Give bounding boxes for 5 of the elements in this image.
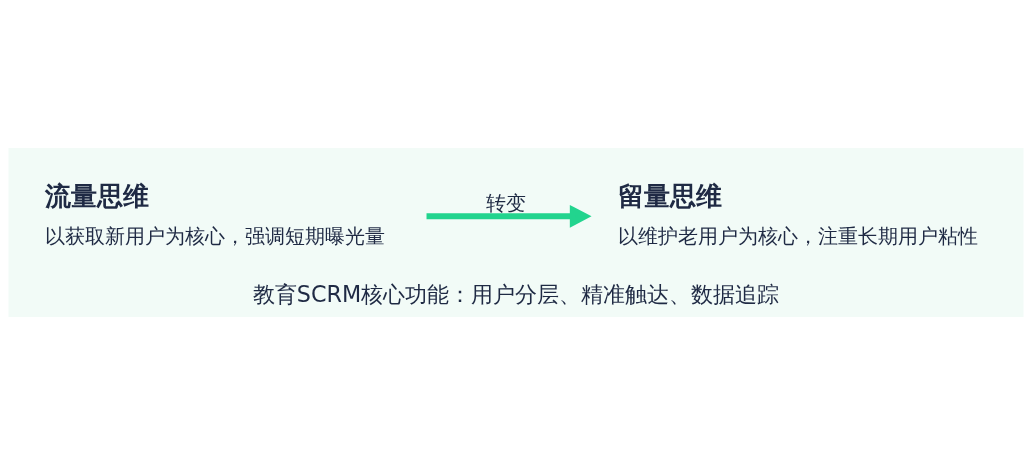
edge-label: 转变 bbox=[485, 191, 526, 216]
caption: 教育SCRM核心功能：用户分层、精准触达、数据追踪 bbox=[252, 281, 780, 308]
node-text: 流量思维 以获取新用户为核心，强调短期曝光量 bbox=[45, 180, 386, 248]
arrow bbox=[426, 204, 592, 228]
node-text: 留量思维 以维护老用户为核心，注重长期用户粘性 bbox=[618, 180, 979, 248]
